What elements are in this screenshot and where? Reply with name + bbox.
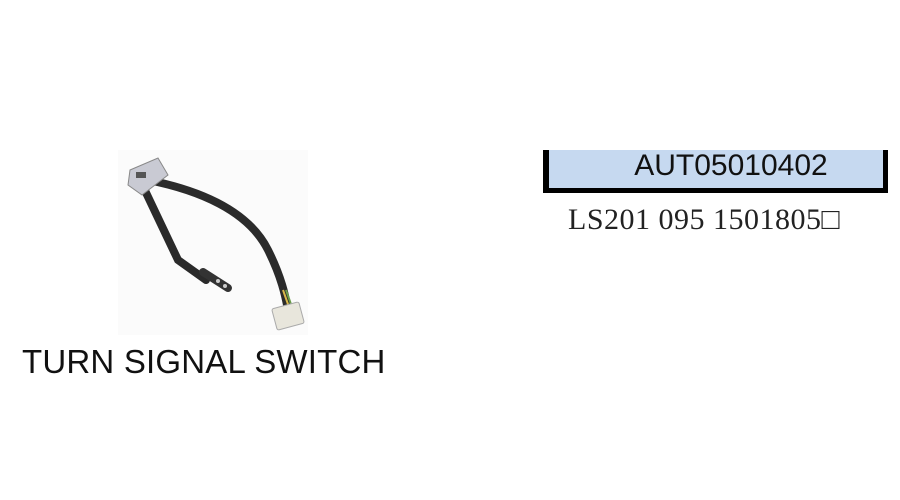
product-title: TURN SIGNAL SWITCH (22, 343, 386, 380)
product-image (118, 150, 308, 335)
product-reference: LS201 095 1501805□ (568, 203, 841, 236)
turn-signal-switch-photo (127, 157, 305, 331)
product-code-box: AUT05010402 (543, 149, 888, 193)
product-code: AUT05010402 (634, 149, 828, 182)
